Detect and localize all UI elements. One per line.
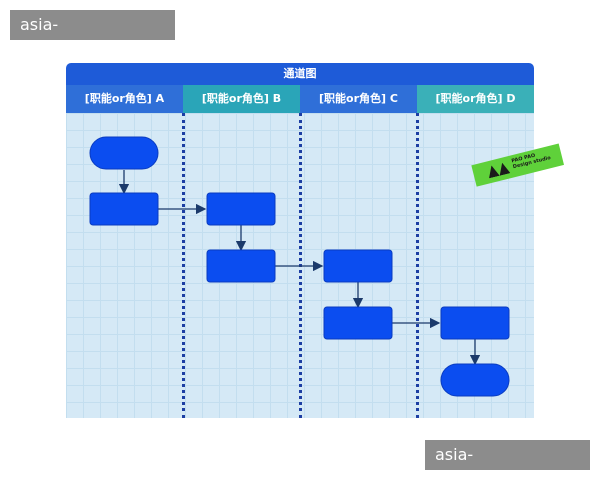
end-terminal: [440, 363, 510, 397]
process-c1: [323, 249, 393, 283]
lane-header-a: [职能or角色] A: [66, 85, 183, 113]
process-d1: [440, 306, 510, 340]
lane-board: [66, 113, 534, 418]
process-c2: [323, 306, 393, 340]
lane-divider-ab: [182, 113, 185, 418]
lane-header-c: [职能or角色] C: [300, 85, 417, 113]
process-a1: [89, 192, 159, 226]
diagram-title: 通道图: [66, 63, 534, 85]
studio-logo-icon: [486, 161, 510, 178]
process-b1: [206, 192, 276, 226]
watermark-bottom: asia-rayspeed.com: [425, 440, 590, 494]
lane-header-row: [职能or角色] A [职能or角色] B [职能or角色] C [职能or角色…: [66, 85, 534, 113]
lane-divider-cd: [416, 113, 419, 418]
swimlane-diagram: 通道图 [职能or角色] A [职能or角色] B [职能or角色] C [职能…: [66, 63, 534, 418]
watermark-top: asia-rayspeed.com: [10, 10, 175, 64]
lane-header-d: [职能or角色] D: [417, 85, 534, 113]
process-b2: [206, 249, 276, 283]
lane-header-b: [职能or角色] B: [183, 85, 300, 113]
start-terminal: [89, 136, 159, 170]
flow-graph: [89, 136, 510, 397]
